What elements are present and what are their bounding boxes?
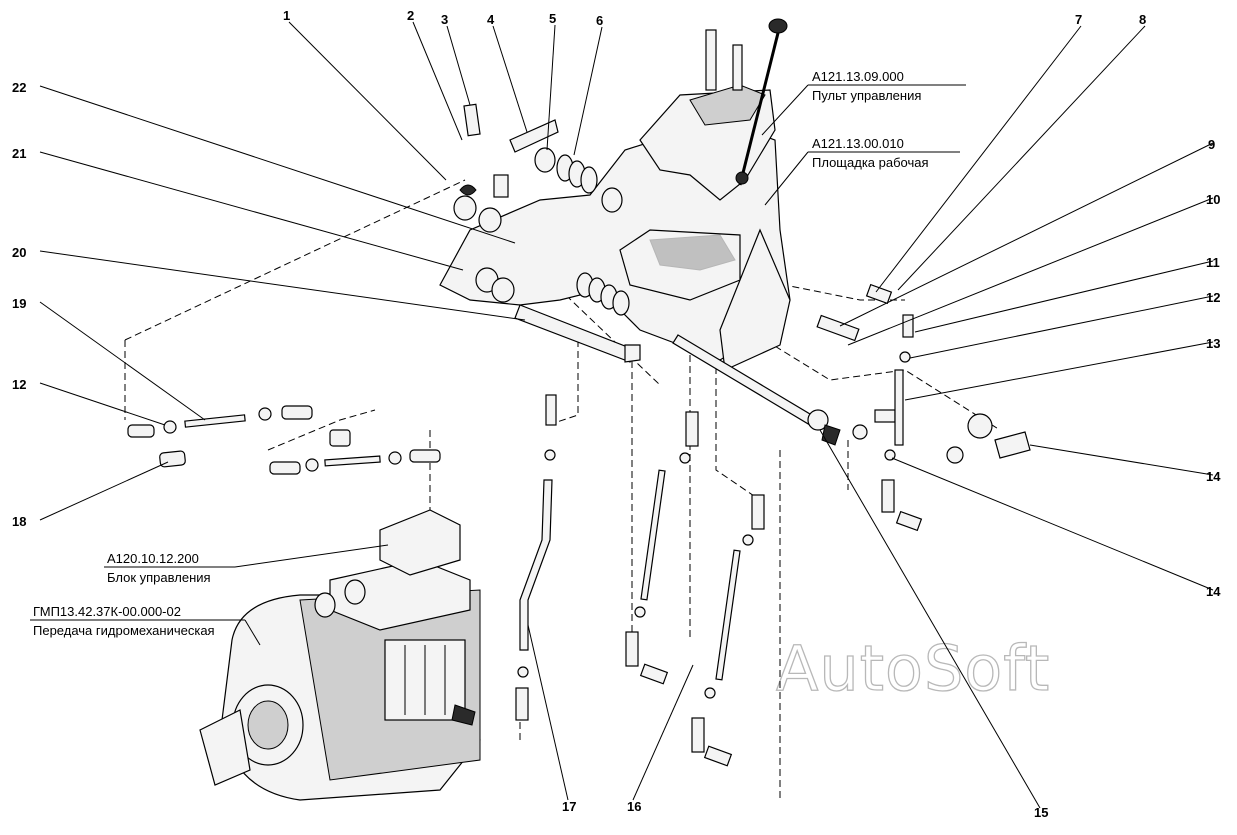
callout-10: 10 <box>1206 192 1220 207</box>
callout-numbers: 1 2 3 4 5 6 7 8 9 10 11 12 13 14 14 15 1… <box>12 8 1221 820</box>
callout-18: 18 <box>12 514 26 529</box>
callout-2: 2 <box>407 8 414 23</box>
callout-1: 1 <box>283 8 290 23</box>
leader-lines <box>30 21 1214 809</box>
callout-20: 20 <box>12 245 26 260</box>
watermark: AutoSoft <box>776 632 1050 705</box>
platform-name: Площадка рабочая <box>812 155 929 170</box>
callout-9: 9 <box>1208 137 1215 152</box>
callout-21: 21 <box>12 146 26 161</box>
callout-19: 19 <box>12 296 26 311</box>
callout-6: 6 <box>596 13 603 28</box>
control-block-name: Блок управления <box>107 570 211 585</box>
callout-14-upper: 14 <box>1206 469 1221 484</box>
left-rods <box>127 405 441 475</box>
callout-8: 8 <box>1139 12 1146 27</box>
control-panel <box>639 18 788 201</box>
callout-22: 22 <box>12 80 26 95</box>
control-block-code: А120.10.12.200 <box>107 551 199 566</box>
callout-12-right: 12 <box>1206 290 1220 305</box>
callout-4: 4 <box>487 12 495 27</box>
callout-11: 11 <box>1206 255 1220 270</box>
assembly-labels: А121.13.09.000 Пульт управления А121.13.… <box>33 69 929 638</box>
transmission <box>199 509 481 801</box>
callout-5: 5 <box>549 11 556 26</box>
callout-3: 3 <box>441 12 448 27</box>
assembly-dashed-lines <box>124 179 1001 800</box>
shafts <box>514 283 1031 532</box>
callout-12-left: 12 <box>12 377 26 392</box>
spring-set <box>453 103 630 316</box>
control-panel-name: Пульт управления <box>812 88 921 103</box>
callout-17: 17 <box>562 799 576 814</box>
vertical-rods <box>515 394 765 767</box>
callout-13: 13 <box>1206 336 1220 351</box>
control-panel-code: А121.13.09.000 <box>812 69 904 84</box>
transmission-name: Передача гидромеханическая <box>33 623 215 638</box>
callout-16: 16 <box>627 799 641 814</box>
callout-7: 7 <box>1075 12 1082 27</box>
callout-15: 15 <box>1034 805 1048 820</box>
transmission-code: ГМП13.42.37К-00.000-02 <box>33 604 181 619</box>
callout-14-lower: 14 <box>1206 584 1221 599</box>
platform-code: А121.13.00.010 <box>812 136 904 151</box>
